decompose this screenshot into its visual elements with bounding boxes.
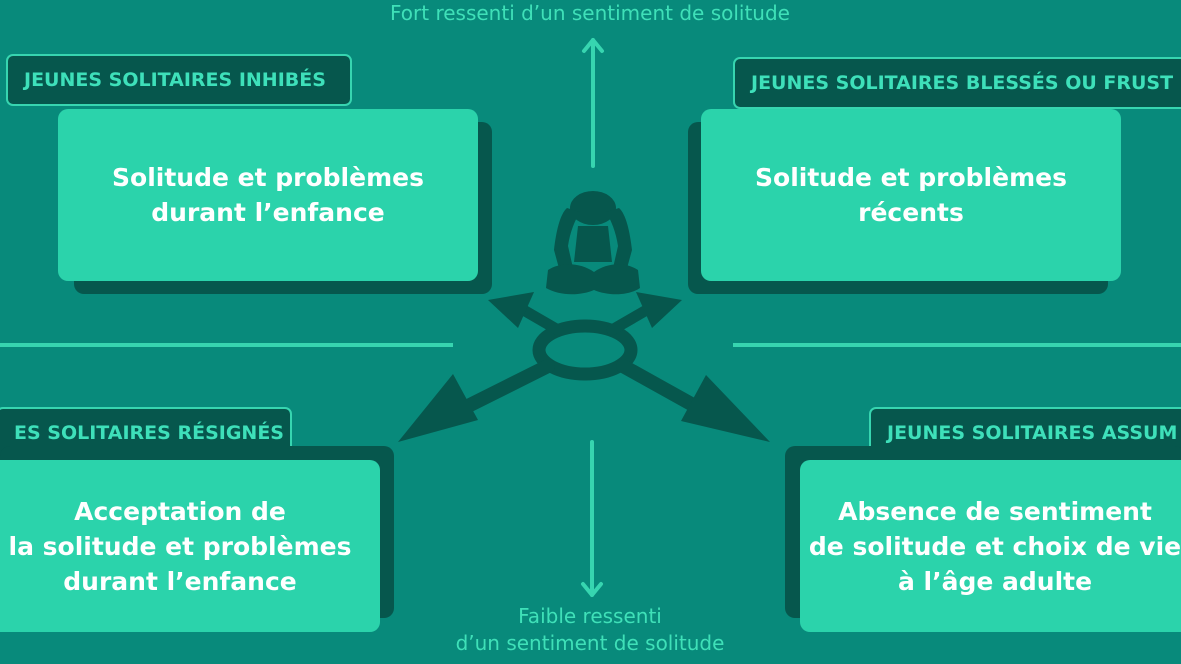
card-bottom-right: Absence de sentiment de solitude et choi… xyxy=(800,460,1181,632)
axis-label-bottom: Faible ressenti d’un sentiment de solitu… xyxy=(360,603,820,657)
vertical-axis-bottom-arrow xyxy=(581,440,603,597)
tag-blesses: JEUNES SOLITAIRES BLESSÉS OU FRUST xyxy=(733,57,1181,109)
card-bottom-left-line-3: durant l’enfance xyxy=(63,566,297,596)
card-bottom-left-line-2: la solitude et problèmes xyxy=(8,531,352,561)
card-top-left: Solitude et problèmes durant l’enfance xyxy=(58,109,478,281)
seated-person-icon xyxy=(546,191,640,295)
card-top-left-line-2: durant l’enfance xyxy=(151,198,385,227)
axis-label-bottom-line-2: d’un sentiment de solitude xyxy=(455,631,725,655)
card-top-right: Solitude et problèmes récents xyxy=(701,109,1121,281)
card-bottom-right-line-3: à l’âge adulte xyxy=(897,566,1093,596)
card-top-right-line-1: Solitude et problèmes xyxy=(755,163,1067,192)
vertical-axis-top-arrow xyxy=(582,38,604,168)
card-top-right-line-2: récents xyxy=(858,198,964,227)
axis-label-top: Fort ressenti d’un sentiment de solitude xyxy=(390,1,790,25)
card-top-left-line-1: Solitude et problèmes xyxy=(112,163,424,192)
tag-inhibes: JEUNES SOLITAIRES INHIBÉS xyxy=(6,54,352,106)
card-bottom-right-line-1: Absence de sentiment xyxy=(838,496,1152,526)
card-bottom-left-line-1: Acceptation de xyxy=(74,496,286,526)
roundabout-arrows-icon xyxy=(398,292,770,442)
card-bottom-left: Acceptation de la solitude et problèmes … xyxy=(0,460,380,632)
axis-label-bottom-line-1: Faible ressenti xyxy=(518,604,662,628)
horizontal-axis-right xyxy=(733,343,1181,347)
horizontal-axis-left xyxy=(0,343,453,347)
card-bottom-right-line-2: de solitude et choix de vie xyxy=(808,531,1181,561)
